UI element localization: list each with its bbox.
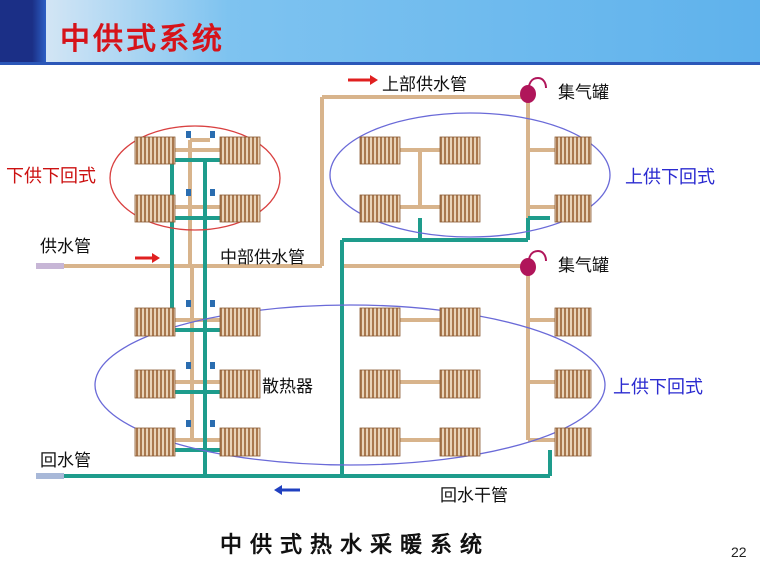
air-collector-icon bbox=[520, 249, 547, 276]
radiator bbox=[554, 427, 592, 457]
label-return-main: 回水干管 bbox=[440, 486, 508, 506]
radiator bbox=[439, 194, 481, 223]
radiator bbox=[359, 427, 401, 457]
radiator bbox=[219, 194, 261, 223]
radiator bbox=[359, 369, 401, 399]
arrow-right-icon bbox=[135, 253, 160, 263]
label-supply-pipe: 供水管 bbox=[40, 237, 91, 257]
radiator bbox=[439, 369, 481, 399]
radiator bbox=[554, 194, 592, 223]
ellipse-upper-system bbox=[329, 112, 611, 238]
radiator bbox=[359, 307, 401, 337]
radiator bbox=[554, 307, 592, 337]
page-number: 22 bbox=[731, 544, 747, 560]
air-collector-icon bbox=[520, 76, 547, 103]
radiator bbox=[219, 427, 261, 457]
label-upper-supply-lower-return-bottom: 上供下回式 bbox=[613, 377, 703, 398]
supply-inlet bbox=[36, 263, 64, 269]
radiator bbox=[219, 369, 261, 399]
radiator bbox=[439, 136, 481, 165]
ellipse-lower-system bbox=[94, 304, 606, 466]
radiator bbox=[134, 427, 176, 457]
radiator bbox=[134, 369, 176, 399]
radiator bbox=[134, 136, 176, 165]
label-upper-supply-lower-return-top: 上供下回式 bbox=[625, 167, 715, 188]
radiator bbox=[439, 427, 481, 457]
label-return-pipe: 回水管 bbox=[40, 451, 91, 471]
label-lower-supply-lower-return: 下供下回式 bbox=[6, 166, 96, 187]
radiator bbox=[359, 136, 401, 165]
label-air-collector-top: 集气罐 bbox=[558, 83, 609, 103]
label-radiator: 散热器 bbox=[262, 377, 313, 397]
radiator bbox=[554, 369, 592, 399]
arrow-left-icon bbox=[274, 485, 300, 495]
return-pipes bbox=[60, 158, 552, 478]
slide-header: 中供式系统 bbox=[0, 0, 760, 65]
radiator bbox=[439, 307, 481, 337]
diagram-caption: 中供式热水采暖系统 bbox=[220, 532, 491, 558]
arrow-right-icon bbox=[348, 75, 378, 85]
valve-markers bbox=[186, 131, 215, 427]
label-middle-supply-pipe: 中部供水管 bbox=[220, 248, 305, 268]
return-outlet bbox=[36, 473, 64, 479]
header-accent-bar bbox=[0, 0, 46, 64]
label-upper-supply-pipe: 上部供水管 bbox=[382, 75, 467, 95]
radiator bbox=[554, 136, 592, 165]
radiator bbox=[134, 194, 176, 223]
label-air-collector-mid: 集气罐 bbox=[558, 256, 609, 276]
radiator bbox=[219, 307, 261, 337]
radiator bbox=[359, 194, 401, 223]
radiator bbox=[219, 136, 261, 165]
slide-title: 中供式系统 bbox=[60, 22, 225, 57]
header-stripe bbox=[0, 62, 760, 65]
radiator bbox=[134, 307, 176, 337]
radiators bbox=[134, 136, 592, 457]
ellipse-lower-supply-lower-return bbox=[109, 125, 281, 231]
